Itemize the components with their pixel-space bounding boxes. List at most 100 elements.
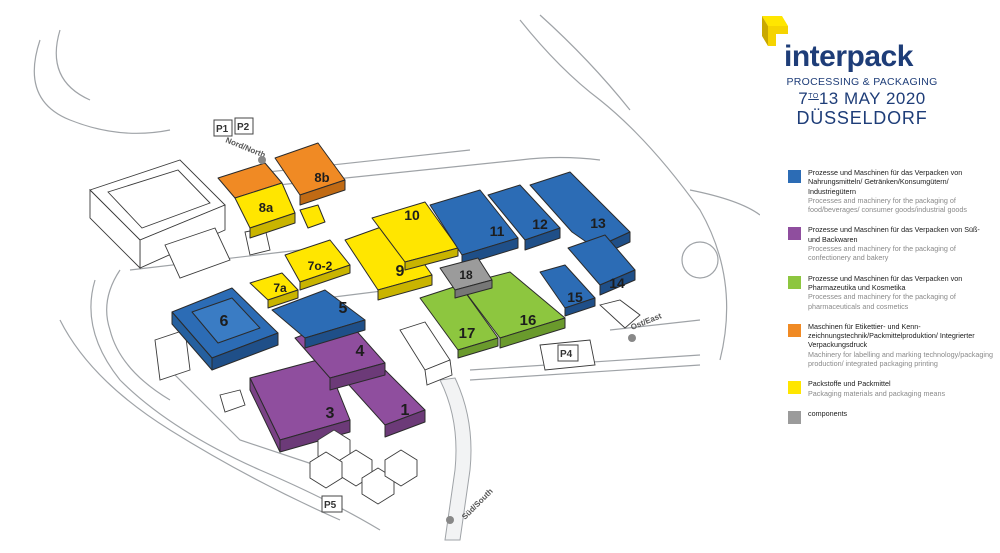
legend-item-food: Prozesse und Maschinen für das Verpacken…	[788, 168, 993, 214]
legend-text-de: Prozesse und Maschinen für das Verpacken…	[808, 273, 963, 292]
hall-8a-side	[249, 212, 296, 239]
hex-pavilions	[309, 429, 418, 505]
legend-text-en: Processes and machinery for the packagin…	[808, 292, 956, 311]
hall-13-label: 13	[590, 215, 606, 231]
hall-5[interactable]: 5	[271, 289, 366, 349]
entrance-south-marker	[446, 516, 454, 524]
legend-swatch-green	[788, 275, 801, 289]
hall-7a-label: 7a	[273, 281, 287, 295]
hall-3-front	[249, 377, 281, 453]
hall-18-label: 18	[459, 268, 473, 282]
hall-14-side	[599, 269, 636, 296]
hall-1-label: 1	[401, 402, 410, 419]
brand-subtitle: PROCESSING & PACKAGING	[786, 76, 938, 88]
hall-8a[interactable]: 8a	[217, 162, 296, 239]
parking-p1-box	[213, 119, 233, 137]
date-end: 13 MAY 2020	[818, 89, 926, 108]
legend-text-en: Machinery for labelling and marking tech…	[808, 349, 993, 369]
hall-8b-label: 8b	[314, 170, 329, 185]
legend-text-en: Packaging materials and packaging means	[808, 388, 946, 398]
hall-7o-2[interactable]: 7o-2	[284, 239, 351, 291]
parking-p2-box	[234, 117, 254, 135]
hall-17[interactable]: 17	[419, 284, 499, 359]
west-building-complex	[89, 159, 641, 413]
legend-item-materials: Packstoffe und Packmittel Packaging mate…	[788, 379, 993, 398]
hall-17-side	[457, 337, 499, 359]
hall-4-side	[329, 362, 386, 391]
hall-18[interactable]: 18	[439, 257, 493, 299]
hall-10-label: 10	[404, 207, 420, 223]
parking-p5[interactable]: P5	[321, 495, 343, 513]
legend-swatch-purple	[788, 227, 801, 241]
legend-swatch-blue	[788, 170, 801, 183]
legend-swatch-orange	[788, 323, 801, 337]
legend-item-confectionery: Prozesse und Maschinen für das Verpacken…	[788, 225, 993, 262]
hall-category-legend: Prozesse und Maschinen für das Verpacken…	[788, 168, 993, 429]
parking-p4-box	[557, 344, 579, 362]
hall-16-label: 16	[520, 312, 537, 329]
hall-12[interactable]: 12	[487, 184, 561, 251]
hall-8-connector	[299, 204, 326, 229]
hall-17-label: 17	[459, 325, 476, 342]
hall-10[interactable]: 10	[371, 201, 459, 271]
hall-6-front	[171, 311, 213, 371]
hall-11-label: 11	[490, 223, 505, 239]
hall-3[interactable]: 3	[249, 357, 351, 453]
hall-14[interactable]: 14	[567, 234, 636, 296]
parking-p2-label: P2	[237, 122, 250, 133]
legend-swatch-yellow	[788, 381, 801, 395]
hall-4-label: 4	[356, 343, 365, 360]
parking-p1-p2[interactable]: P1 P2	[213, 117, 254, 137]
entrance-north-label: Nord/North	[224, 136, 267, 160]
hall-8b[interactable]: 8b	[274, 142, 346, 206]
hall-6[interactable]: 6	[171, 287, 279, 371]
interpack-cube-logo-icon	[762, 16, 788, 46]
hall-15-side	[564, 297, 596, 317]
hall-6-inner	[191, 297, 261, 344]
legend-text-de: Maschinen für Etikettier- und Kenn- zeic…	[808, 321, 975, 350]
hall-12-side	[524, 227, 561, 251]
parking-p5-label: P5	[324, 500, 337, 511]
hall-16-side	[499, 317, 566, 349]
event-brand: interpack PROCESSING & PACKAGING 7TO13 M…	[738, 10, 938, 130]
legend-item-pharma: Prozesse und Maschinen für das Verpacken…	[788, 274, 993, 311]
entrance-north-marker	[258, 156, 266, 164]
date-to: TO	[808, 93, 819, 100]
hall-14-label: 14	[609, 275, 625, 291]
hall-7a[interactable]: 7a	[249, 272, 299, 309]
legend-text-en: Processes and machinery for the packagin…	[808, 195, 968, 215]
hall-8b-side	[299, 179, 346, 206]
date-start: 7	[798, 89, 809, 108]
brand-name: interpack	[784, 40, 913, 73]
hall-5-label: 5	[339, 300, 348, 317]
hall-9-label: 9	[396, 263, 405, 280]
legend-text-de: components	[808, 408, 848, 418]
legend-swatch-grey	[788, 410, 801, 424]
event-city: DÜSSELDORF	[796, 108, 928, 128]
parking-p4[interactable]: P4	[557, 344, 579, 362]
hall-7o-2-label: 7o-2	[308, 259, 333, 273]
hall-18-side	[454, 279, 493, 299]
event-dates: 7TO13 MAY 2020	[782, 89, 942, 109]
legend-text-de: Prozesse und Maschinen für das Verpacken…	[808, 168, 963, 196]
hall-1-side	[384, 409, 426, 438]
legend-item-components: components	[788, 408, 993, 424]
parking-p5-box	[321, 495, 343, 513]
hall-7a-side	[267, 289, 299, 309]
legend-item-labelling: Maschinen für Etikettier- und Kenn- zeic…	[788, 322, 993, 368]
fairground-map: 3 1 4 5 6 7a 7o-2	[33, 14, 760, 541]
hall-7o-2-side	[299, 264, 351, 291]
hall-3-label: 3	[326, 405, 335, 422]
legend-text-de: Prozesse und Maschinen für das Verpacken…	[808, 225, 980, 244]
hall-8a-label: 8a	[259, 200, 274, 215]
hall-9-side	[377, 274, 433, 301]
hall-15[interactable]: 15	[539, 264, 596, 317]
hall-15-label: 15	[567, 289, 583, 305]
legend-text-en: Processes and machinery for the packagin…	[808, 244, 956, 263]
parking-p1-label: P1	[216, 124, 229, 135]
hall-12-label: 12	[532, 216, 548, 232]
entrance-east-marker	[628, 334, 636, 342]
parking-p4-label: P4	[560, 349, 573, 360]
legend-text-de: Packstoffe und Packmittel	[808, 379, 891, 389]
hall-9[interactable]: 9	[344, 221, 433, 301]
